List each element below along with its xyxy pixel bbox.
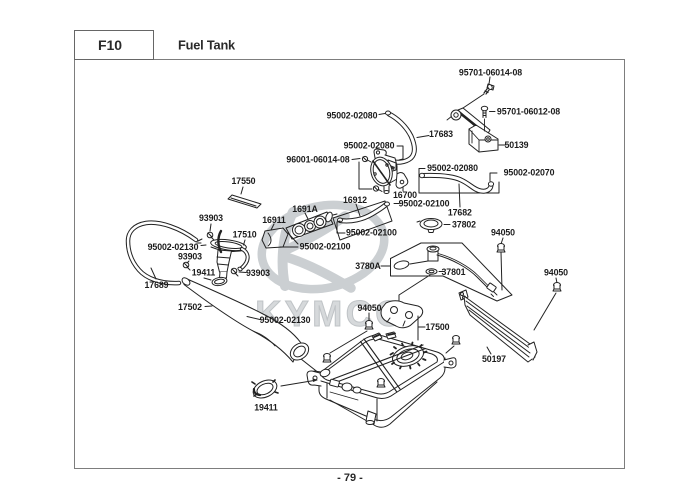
svg-text:95002-02080: 95002-02080 [427,163,478,173]
svg-text:Fuel Tank: Fuel Tank [178,38,236,53]
svg-text:1691A: 1691A [292,204,318,214]
svg-text:17510: 17510 [233,230,257,240]
svg-text:94050: 94050 [491,227,515,237]
svg-text:37802: 37802 [452,220,476,230]
svg-text:19411: 19411 [254,403,278,413]
svg-text:93903: 93903 [178,252,202,262]
svg-text:95002-02100: 95002-02100 [399,199,450,209]
svg-text:95002-02080: 95002-02080 [344,141,395,151]
svg-text:37801: 37801 [442,267,466,277]
svg-text:- 79 -: - 79 - [337,472,363,484]
svg-text:16700: 16700 [393,190,417,200]
svg-text:95002-02130: 95002-02130 [260,315,311,325]
svg-text:16912: 16912 [343,195,367,205]
svg-text:93903: 93903 [199,213,223,223]
svg-text:3780A: 3780A [355,261,381,271]
svg-text:95002-02100: 95002-02100 [346,228,397,238]
svg-text:95002-02130: 95002-02130 [148,242,199,252]
svg-text:17502: 17502 [178,302,202,312]
svg-text:95002-02070: 95002-02070 [504,168,555,178]
svg-text:95701-06014-08: 95701-06014-08 [459,68,522,78]
svg-text:50139: 50139 [505,140,529,150]
svg-text:17500: 17500 [426,322,450,332]
svg-text:19411: 19411 [192,268,216,278]
svg-text:50197: 50197 [482,354,506,364]
svg-text:95002-02080: 95002-02080 [327,111,378,121]
svg-text:95002-02100: 95002-02100 [300,242,351,252]
svg-text:93903: 93903 [246,268,270,278]
svg-text:94050: 94050 [544,268,568,278]
svg-text:95701-06012-08: 95701-06012-08 [497,107,560,117]
svg-text:F10: F10 [98,37,122,53]
svg-text:94050: 94050 [358,303,382,313]
svg-text:17683: 17683 [429,129,453,139]
svg-text:17682: 17682 [448,207,472,217]
svg-text:17550: 17550 [232,176,256,186]
svg-text:16911: 16911 [262,215,286,225]
svg-text:17689: 17689 [145,280,169,290]
svg-text:96001-06014-08: 96001-06014-08 [286,155,349,165]
